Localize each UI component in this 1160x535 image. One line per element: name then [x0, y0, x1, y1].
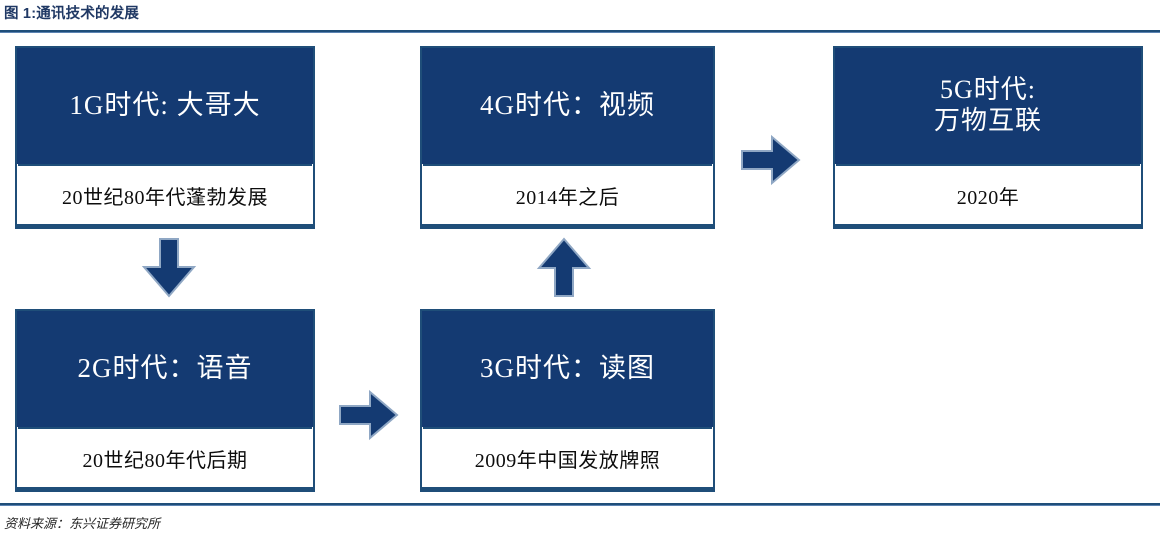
flow-diagram: 1G时代: 大哥大 20世纪80年代蓬勃发展 4G时代：视频 2014年之后 5… — [0, 34, 1160, 496]
node-1g-title: 1G时代: 大哥大 — [69, 90, 261, 121]
arrow-up-icon — [535, 237, 593, 299]
node-2g-header: 2G时代：语音 — [17, 311, 313, 427]
node-4g[interactable]: 4G时代：视频 2014年之后 — [420, 46, 715, 229]
arrow-right-icon — [338, 389, 400, 441]
node-5g-title: 5G时代: — [939, 75, 1036, 105]
node-3g-subtitle: 2009年中国发放牌照 — [423, 427, 712, 487]
node-2g-subtitle: 20世纪80年代后期 — [18, 427, 312, 487]
page-title: 图 1:通讯技术的发展 — [4, 6, 140, 22]
arrow-down-icon — [140, 237, 198, 299]
node-5g[interactable]: 5G时代: 万物互联 2020年 — [833, 46, 1143, 229]
node-1g-header: 1G时代: 大哥大 — [17, 48, 313, 164]
footer-divider — [0, 503, 1160, 506]
node-3g[interactable]: 3G时代：读图 2009年中国发放牌照 — [420, 309, 715, 492]
node-3g-header: 3G时代：读图 — [422, 311, 713, 427]
arrow-right-icon-2 — [740, 134, 802, 186]
node-5g-header: 5G时代: 万物互联 — [835, 48, 1141, 164]
node-3g-title: 3G时代：读图 — [480, 353, 655, 384]
node-1g[interactable]: 1G时代: 大哥大 20世纪80年代蓬勃发展 — [15, 46, 315, 229]
node-2g-title: 2G时代：语音 — [77, 353, 253, 384]
node-2g[interactable]: 2G时代：语音 20世纪80年代后期 — [15, 309, 315, 492]
title-divider — [0, 30, 1160, 33]
node-4g-title: 4G时代：视频 — [480, 90, 655, 121]
node-5g-subtitle: 2020年 — [836, 164, 1140, 224]
node-4g-subtitle: 2014年之后 — [423, 164, 712, 224]
source-note: 资料来源：东兴证券研究所 — [4, 516, 161, 531]
node-5g-title-line2: 万物互联 — [933, 106, 1042, 135]
node-1g-subtitle: 20世纪80年代蓬勃发展 — [18, 164, 312, 224]
node-4g-header: 4G时代：视频 — [422, 48, 713, 164]
